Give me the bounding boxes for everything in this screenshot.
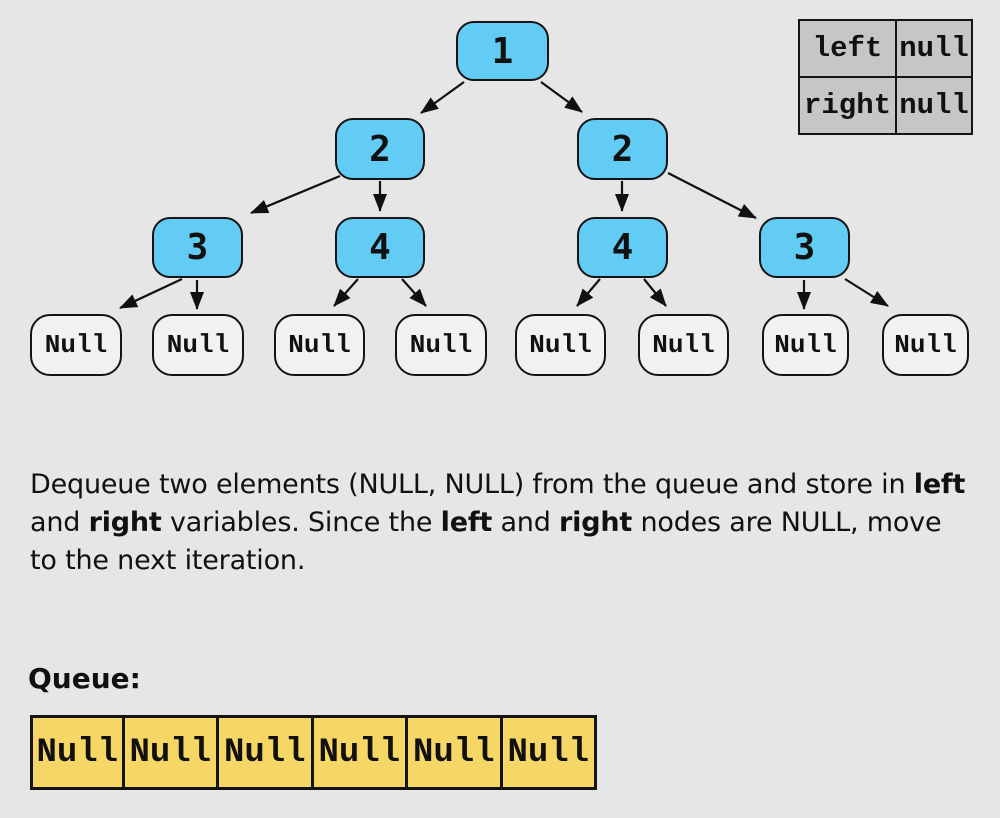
tree-leaf-label: Null bbox=[529, 330, 592, 360]
queue-cell: Null bbox=[502, 715, 597, 790]
edge-3-to-null1 bbox=[119, 278, 183, 309]
edge-root-to-left2 bbox=[420, 81, 465, 114]
tree-node-label: 2 bbox=[369, 128, 391, 170]
tree-node-label: 1 bbox=[491, 30, 514, 72]
queue-cell: Null bbox=[408, 715, 503, 790]
queue-cell: Null bbox=[124, 715, 219, 790]
variable-name-left: left bbox=[798, 19, 897, 78]
description-line-3: to the next iteration. bbox=[30, 542, 1000, 580]
edge-root-to-right2 bbox=[540, 81, 583, 113]
variables-table-row-right: right null bbox=[798, 76, 973, 135]
description-text: Dequeue two elements (NULL, NULL) from t… bbox=[30, 469, 914, 500]
edge-4r-to-null5 bbox=[576, 278, 601, 307]
description-line-1: Dequeue two elements (NULL, NULL) from t… bbox=[30, 466, 1000, 504]
tree-node-left-2: 2 bbox=[335, 118, 425, 180]
tree-leaf-label: Null bbox=[652, 330, 715, 360]
tree-leaf-null: Null bbox=[30, 314, 122, 376]
edge-4-to-null4 bbox=[401, 278, 427, 307]
variable-name-right: right bbox=[798, 76, 897, 135]
tree-leaf-label: Null bbox=[166, 330, 230, 360]
description-paragraph: Dequeue two elements (NULL, NULL) from t… bbox=[30, 466, 1000, 580]
description-text-bold: right bbox=[88, 507, 162, 538]
tree-leaf-label: Null bbox=[894, 330, 957, 360]
description-text: and bbox=[492, 507, 560, 538]
tree-leaf-label: Null bbox=[409, 330, 473, 360]
description-text-bold: right bbox=[559, 507, 633, 538]
edge-right2-to-3 bbox=[667, 172, 757, 219]
tree-leaf-null: Null bbox=[274, 314, 365, 376]
tree-leaf-null: Null bbox=[395, 314, 487, 376]
queue-cell: Null bbox=[30, 715, 125, 790]
description-text: and bbox=[30, 507, 89, 538]
variables-table: left null right null bbox=[798, 19, 973, 135]
tree-node-root: 1 bbox=[456, 21, 549, 81]
tree-node-label: 4 bbox=[369, 227, 391, 268]
tree-leaf-null: Null bbox=[152, 314, 244, 376]
tree-node-label: 3 bbox=[186, 227, 209, 268]
description-text: to the next iteration. bbox=[30, 545, 306, 576]
variable-value-left: null bbox=[895, 19, 973, 78]
tree-node-right-2: 2 bbox=[577, 118, 668, 180]
queue-cell: Null bbox=[313, 715, 408, 790]
tree-leaf-null: Null bbox=[762, 314, 849, 376]
tree-leaf-null: Null bbox=[882, 314, 969, 376]
variables-table-row-left: left null bbox=[798, 19, 973, 78]
description-text-bold: left bbox=[913, 469, 966, 500]
tree-node-3-right: 3 bbox=[759, 217, 850, 278]
tree-node-label: 2 bbox=[611, 128, 634, 170]
tree-edges-layer bbox=[119, 81, 889, 310]
tree-leaf-null: Null bbox=[515, 314, 606, 376]
description-text: variables. Since the bbox=[161, 507, 441, 538]
edge-4r-to-null6 bbox=[643, 278, 667, 307]
tree-leaf-label: Null bbox=[774, 330, 837, 360]
queue-heading: Queue: bbox=[28, 662, 141, 695]
tree-leaf-label: Null bbox=[288, 330, 351, 360]
tree-node-label: 4 bbox=[611, 227, 634, 268]
tree-node-4-left: 4 bbox=[335, 217, 425, 278]
edge-left2-to-3 bbox=[250, 174, 341, 215]
tree-leaf-null: Null bbox=[638, 314, 729, 376]
edge-4-to-null3 bbox=[333, 278, 359, 307]
queue-row: Null Null Null Null Null Null bbox=[30, 715, 597, 790]
edge-3r-to-null8 bbox=[844, 278, 889, 307]
tree-leaf-label: Null bbox=[44, 330, 108, 360]
description-line-2: and right variables. Since the left and … bbox=[30, 504, 1000, 542]
tree-node-4-right: 4 bbox=[577, 217, 668, 278]
description-text: nodes are NULL, move bbox=[632, 507, 942, 538]
tree-node-label: 3 bbox=[793, 227, 816, 268]
description-text-bold: left bbox=[440, 507, 493, 538]
tree-node-3-left: 3 bbox=[152, 217, 243, 278]
queue-cell: Null bbox=[219, 715, 314, 790]
variable-value-right: null bbox=[895, 76, 973, 135]
